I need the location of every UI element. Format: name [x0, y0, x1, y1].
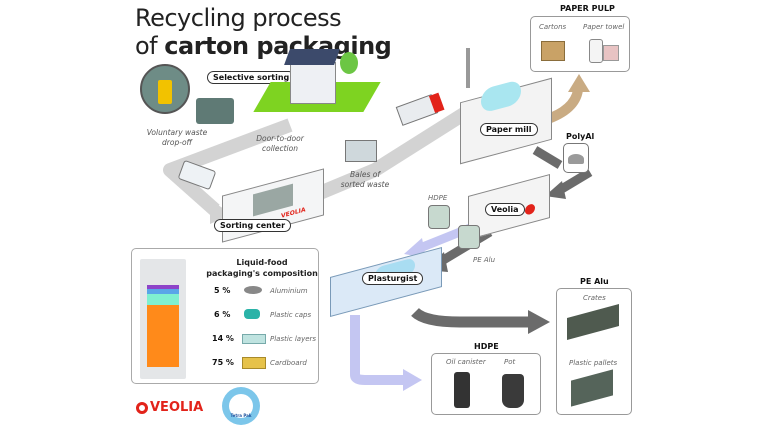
tree-icon	[340, 52, 358, 74]
composition-title: Liquid-food packaging's composition	[202, 257, 322, 279]
paper-pulp-box: Cartons Paper towel	[530, 16, 630, 72]
composition-segment-cardboard	[147, 305, 179, 367]
composition-segment-plastic-caps	[147, 289, 179, 294]
paper-towel-icon	[589, 39, 603, 63]
dropoff-containers	[196, 98, 234, 124]
bales-icon	[345, 140, 377, 162]
chimney	[466, 48, 470, 88]
label-aluminium: Aluminium	[270, 287, 308, 295]
pulp-arrowhead	[568, 74, 590, 92]
oil-canister-icon	[454, 372, 470, 408]
veolia-logo-mark	[136, 401, 148, 414]
title-line1: Recycling process	[135, 4, 342, 32]
hdpe-bale-icon	[428, 205, 450, 229]
plastic-layers-icon	[242, 334, 266, 344]
label-sorting-center: Sorting center	[214, 219, 292, 232]
pe-alu-output-arrowhead	[528, 310, 550, 334]
label-plastic-layers: Plastic layers	[270, 335, 317, 343]
pot-icon	[502, 374, 524, 408]
percent-plastic-caps: 6 %	[214, 310, 231, 319]
polyal-arrowhead	[545, 181, 566, 199]
tetra-pak-logo: Tetra Pak	[222, 387, 260, 425]
polyal-title: PolyAl	[566, 132, 595, 141]
pe-alu-title: PE Alu	[580, 277, 609, 286]
composition-title-line2: packaging's composition	[206, 269, 318, 278]
caption-voluntary-dropoff: Voluntary waste drop-off	[146, 128, 208, 147]
pe-alu-bale-icon	[458, 225, 480, 249]
pe-alu-item: Plastic pallets	[569, 359, 618, 367]
polyal-pile-icon	[568, 154, 584, 164]
building-brand: VEOLIA	[281, 206, 306, 220]
tissue-box-icon	[603, 45, 619, 61]
tetra-pak-logo-inner: Tetra Pak	[229, 394, 253, 418]
label-hdpe-small: HDPE	[428, 194, 448, 202]
title-prefix: of	[135, 32, 165, 60]
label-pe-alu-small: PE Alu	[473, 256, 496, 264]
percent-aluminium: 5 %	[214, 286, 231, 295]
aluminium-icon	[244, 286, 262, 294]
carton-illustration	[140, 259, 186, 379]
hdpe-item: Pot	[504, 358, 516, 366]
composition-bars	[147, 285, 179, 367]
plastic-caps-icon	[244, 309, 260, 319]
polyal-box	[563, 143, 589, 173]
veolia-logo-text: VEOLIA	[150, 400, 204, 415]
pe-alu-output-arrow	[411, 307, 530, 328]
caption-door-to-door: Door-to-door collection	[256, 134, 304, 153]
caption-bales: Bales of sorted waste	[340, 170, 390, 189]
pe-alu-box: Crates Plastic pallets	[556, 288, 632, 415]
paper-pulp-item: Cartons	[539, 23, 567, 31]
composition-segment-plastic-layers	[147, 294, 179, 306]
collection-path	[163, 118, 293, 216]
percent-plastic-layers: 14 %	[212, 334, 234, 343]
polyal-arrow-out	[557, 168, 593, 194]
yellow-bin	[158, 80, 172, 104]
title-bold: carton packaging	[164, 32, 392, 60]
crate-icon	[567, 304, 619, 340]
carton-box-icon	[541, 41, 565, 61]
composition-title-line1: Liquid-food	[236, 258, 288, 267]
composition-segment-aluminium	[147, 285, 179, 290]
plastic-pallet-icon	[571, 369, 613, 407]
paper-pulp-title: PAPER PULP	[560, 4, 615, 13]
hdpe-box: Oil canister Pot	[431, 353, 541, 415]
hdpe-item: Oil canister	[446, 358, 486, 366]
house-icon	[284, 49, 340, 104]
paper-pulp-item: Paper towel	[583, 23, 625, 31]
hdpe-output-arrow	[350, 315, 405, 385]
percent-cardboard: 75 %	[212, 358, 234, 367]
veolia-logo: VEOLIA	[136, 400, 203, 415]
composition-box: Liquid-food packaging's composition 5 % …	[131, 248, 319, 384]
hdpe-title: HDPE	[474, 342, 499, 351]
veolia-plant-logo	[525, 203, 535, 216]
label-cardboard: Cardboard	[270, 359, 307, 367]
cardboard-icon	[242, 357, 266, 369]
hdpe-output-arrowhead	[403, 369, 422, 391]
label-veolia: Veolia	[485, 203, 525, 216]
house-roof	[284, 49, 340, 65]
pe-alu-item: Crates	[583, 294, 606, 302]
dropoff-bin-illustration	[140, 64, 190, 114]
label-plasturgist: Plasturgist	[362, 272, 424, 285]
polyal-arrow-in	[532, 146, 563, 169]
label-plastic-caps: Plastic caps	[270, 311, 312, 319]
label-paper-mill: Paper mill	[480, 123, 538, 136]
collection-arrowhead	[210, 200, 232, 224]
